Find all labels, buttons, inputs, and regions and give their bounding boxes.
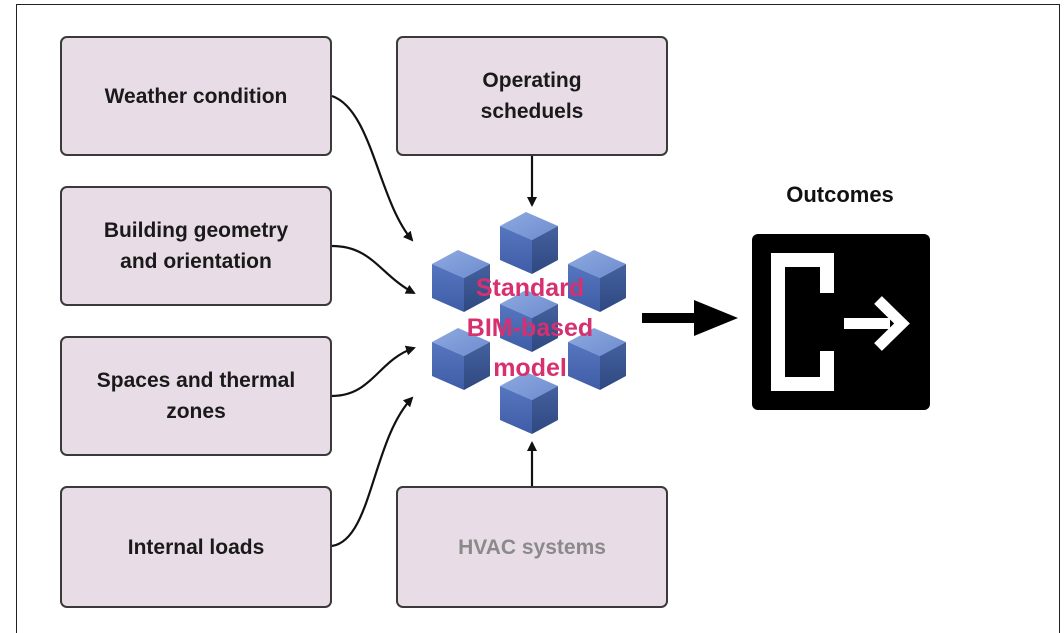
model-label: Standard BIM-based model bbox=[466, 274, 594, 382]
hvac-systems-box: HVAC systems bbox=[396, 486, 668, 608]
bim-cube-cluster-icon bbox=[432, 212, 626, 434]
outcomes-title: Outcomes bbox=[786, 182, 894, 207]
arrow-geometry bbox=[331, 244, 416, 294]
building-geometry-box: Building geometry and orientation bbox=[60, 186, 332, 306]
arrow-weather bbox=[331, 94, 414, 242]
exit-arrow-icon bbox=[752, 234, 930, 410]
output-arrow bbox=[642, 300, 738, 336]
weather-condition-box: Weather condition bbox=[60, 36, 332, 156]
operating-schedules-box: Operating scheduels bbox=[396, 36, 668, 156]
spaces-thermal-zones-box: Spaces and thermal zones bbox=[60, 336, 332, 456]
arrow-spaces bbox=[331, 345, 416, 398]
arrow-loads bbox=[331, 396, 414, 548]
internal-loads-box: Internal loads bbox=[60, 486, 332, 608]
